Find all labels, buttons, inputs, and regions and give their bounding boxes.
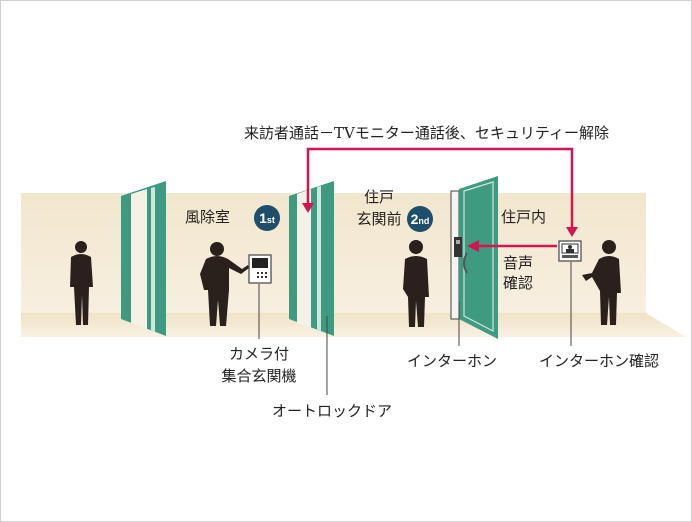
zone-vestibule: 風除室 xyxy=(185,208,231,226)
person-outside xyxy=(70,241,93,325)
label-camera-line1: カメラ付 xyxy=(228,345,289,363)
badge-1st: 1st xyxy=(254,205,280,231)
diagram-title: 来訪者通話－TVモニター通話後、セキュリティー解除 xyxy=(244,124,609,142)
zone-front-line1: 住戸 xyxy=(363,188,394,206)
person-visitor xyxy=(200,242,249,326)
person-inside xyxy=(582,240,621,325)
autolock-door-illustration xyxy=(289,181,334,336)
label-camera-line2: 集合玄関機 xyxy=(221,367,297,385)
release-arrow xyxy=(306,147,574,229)
person-silhouettes xyxy=(70,240,621,327)
badge-1st-num: 1 xyxy=(259,210,267,226)
camera-panel-icon xyxy=(248,254,272,284)
voice-check-line2: 確認 xyxy=(503,274,534,292)
unit-door xyxy=(450,176,498,339)
leader-lines xyxy=(258,262,572,395)
label-intercom: インターホン xyxy=(407,352,498,370)
label-autolock-door: オートロックドア xyxy=(272,402,393,420)
zone-inside: 住戸内 xyxy=(501,208,547,226)
zone-front-line2: 玄関前 xyxy=(356,210,402,228)
voice-check-line1: 音声 xyxy=(503,254,534,272)
intercom-monitor-icon xyxy=(558,240,582,262)
badge-2nd-suffix: nd xyxy=(418,216,430,226)
arrow-head-left xyxy=(467,240,479,252)
label-intercom-check: インターホン確認 xyxy=(539,352,660,370)
entrance-door xyxy=(121,181,166,336)
arrow-head-down-right xyxy=(566,227,578,237)
door-handle-icon xyxy=(463,252,468,274)
floor xyxy=(21,313,686,337)
arrow-head-down-left xyxy=(302,203,314,213)
badge-1st-suffix: st xyxy=(266,215,275,225)
badge-2nd: 2nd xyxy=(407,206,433,232)
badge-2nd-num: 2 xyxy=(410,211,419,227)
person-at-door xyxy=(403,240,429,327)
intercom-icon xyxy=(454,237,462,257)
